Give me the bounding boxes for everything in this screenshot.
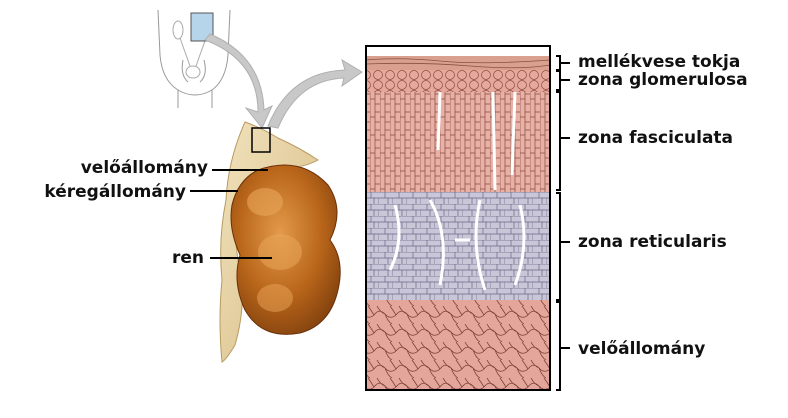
zone-brackets — [556, 55, 570, 391]
curved-arrow-icon — [267, 58, 363, 129]
curved-arrow-icon — [204, 33, 274, 129]
layer-glomerulosa — [366, 70, 550, 92]
label-zona-reticularis: zona reticularis — [578, 232, 727, 252]
zoom-region-box — [251, 127, 271, 153]
label-medulla-right: velőállomány — [578, 339, 706, 359]
inset-highlight-box — [190, 12, 214, 42]
label-zona-glomerulosa: zona glomerulosa — [578, 70, 748, 90]
label-zona-fasciculata: zona fasciculata — [578, 128, 734, 148]
histology-panel — [365, 45, 551, 391]
label-kidney: ren — [171, 248, 204, 268]
layer-medulla — [366, 300, 550, 390]
label-medulla-left: velőállomány — [80, 158, 208, 178]
layer-fasciculata — [366, 92, 550, 192]
layer-capsule — [366, 56, 550, 70]
body-outline-inset — [157, 9, 231, 108]
label-cortex: kéregállomány — [44, 182, 186, 202]
label-capsule: mellékvese tokja — [578, 52, 741, 72]
